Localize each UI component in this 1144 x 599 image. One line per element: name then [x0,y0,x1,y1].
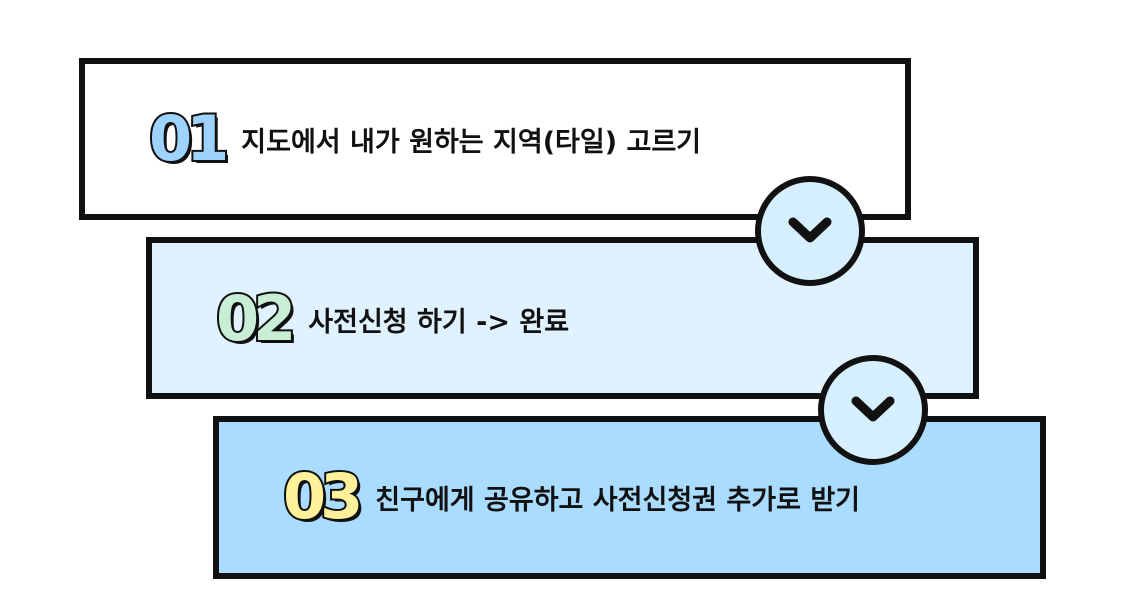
step-card-3: 03 친구에게 공유하고 사전신청권 추가로 받기 [213,416,1046,579]
step-3: 03 친구에게 공유하고 사전신청권 추가로 받기 [281,460,860,534]
step-card-1: 01 지도에서 내가 원하는 지역(타일) 고르기 [79,58,911,220]
step-1: 01 지도에서 내가 원하는 지역(타일) 고르기 [147,102,701,176]
step-label-3: 친구에게 공유하고 사전신청권 추가로 받기 [375,484,860,516]
chevron-down-icon [818,355,928,465]
step-label-2: 사전신청 하기 -> 완료 [308,306,570,338]
chevron-down-glyph [788,217,832,243]
chevron-down-icon [755,176,865,286]
step-label-1: 지도에서 내가 원하는 지역(타일) 고르기 [241,126,701,158]
step-number-1: 01 [147,102,231,176]
step-number-3: 03 [281,460,365,534]
chevron-down-glyph [851,396,895,422]
step-2: 02 사전신청 하기 -> 완료 [214,282,570,356]
step-number-2: 02 [214,282,298,356]
